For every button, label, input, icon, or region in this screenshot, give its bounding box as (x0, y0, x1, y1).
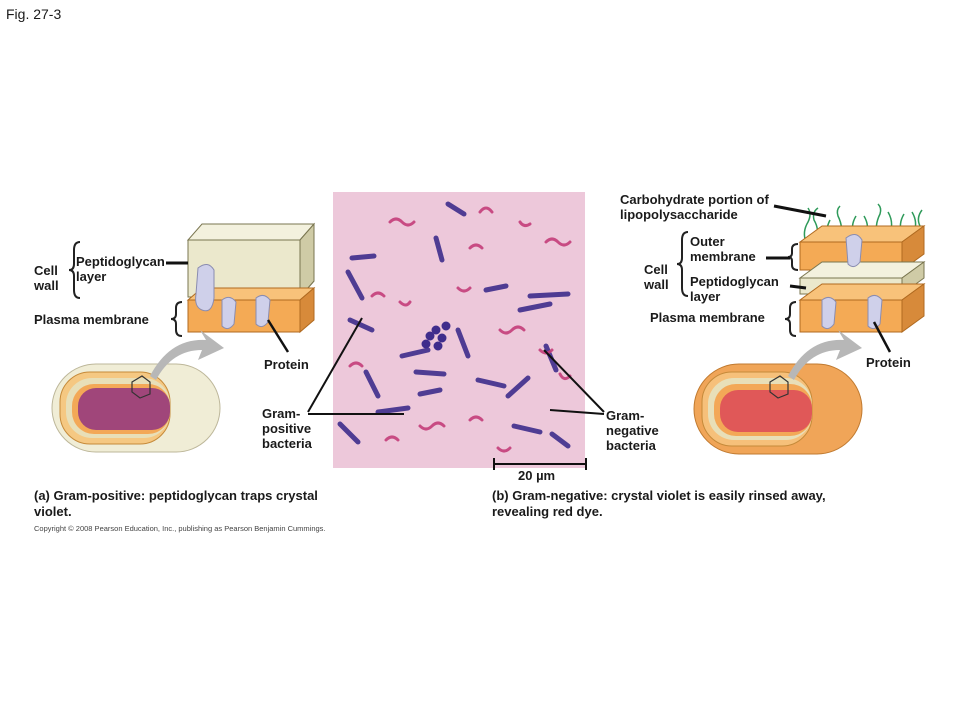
label-peptidoglycan-left: Peptidoglycan layer (76, 254, 165, 284)
label-carbohydrate: Carbohydrate portion of lipopolysacchari… (620, 192, 769, 222)
caption-b: (b) Gram-negative: crystal violet is eas… (492, 488, 826, 519)
label-scale-bar: 20 µm (518, 468, 556, 483)
label-protein-right: Protein (866, 355, 911, 370)
label-cell-wall-right: Cell wall (644, 262, 669, 292)
micrograph (333, 192, 585, 468)
gram-negative-cell (693, 363, 863, 455)
label-gram-negative: Gram-negative bacteria (606, 408, 659, 453)
caption-a: (a) Gram-positive: peptidoglycan traps c… (34, 488, 318, 519)
figure-label: Fig. 27-3 (6, 6, 62, 22)
label-gram-positive: Gram-positive bacteria (262, 406, 312, 451)
zoom-arrow-right (788, 330, 862, 380)
zoom-arrow-left (150, 330, 224, 380)
gram-negative-wall-block (798, 203, 926, 333)
label-cell-wall-left: Cell wall (34, 263, 59, 293)
label-protein-left: Protein (264, 357, 309, 372)
label-peptidoglycan-right: Peptidoglycan layer (690, 274, 779, 304)
label-plasma-membrane-left: Plasma membrane (34, 312, 149, 327)
label-plasma-membrane-right: Plasma membrane (650, 310, 765, 325)
gram-positive-wall-block (186, 222, 316, 334)
copyright-text: Copyright © 2008 Pearson Education, Inc.… (34, 524, 326, 533)
gram-positive-cell (51, 363, 221, 453)
label-outer-membrane: Outer membrane (690, 234, 756, 264)
scale-bar (493, 458, 587, 470)
